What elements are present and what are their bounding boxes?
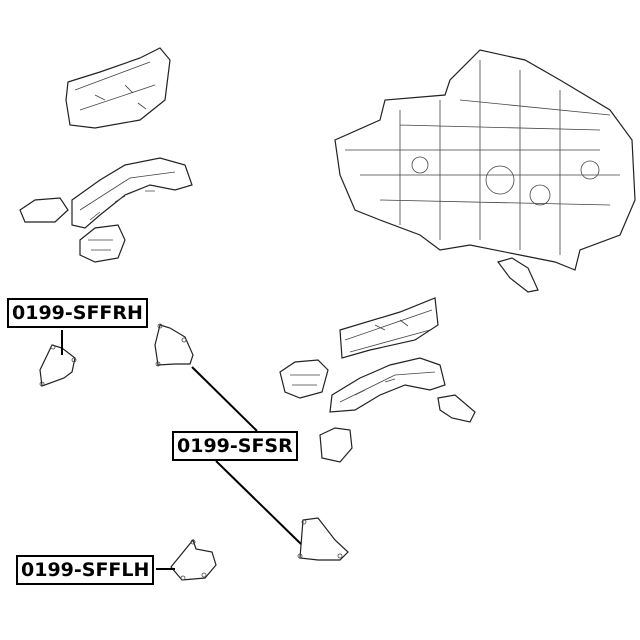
leader-line-side-upper bbox=[191, 366, 258, 432]
insulator-side-lower bbox=[297, 517, 349, 561]
insulator-side-upper bbox=[154, 323, 194, 367]
upper-left-apron bbox=[19, 157, 193, 263]
upper-left-cowl-panel bbox=[65, 47, 171, 129]
part-label-front-right: 0199-SFFRH bbox=[7, 298, 148, 328]
insulator-front-left bbox=[170, 538, 217, 581]
part-label-front-left: 0199-SFFLH bbox=[16, 555, 155, 585]
dash-panel-assembly bbox=[334, 49, 636, 293]
part-label-side: 0199-SFSR bbox=[172, 431, 298, 461]
leader-lines bbox=[61, 330, 302, 570]
leader-line-side-lower bbox=[215, 460, 302, 545]
insulator-front-right bbox=[39, 344, 77, 387]
lower-right-cowl-panel bbox=[279, 297, 476, 463]
